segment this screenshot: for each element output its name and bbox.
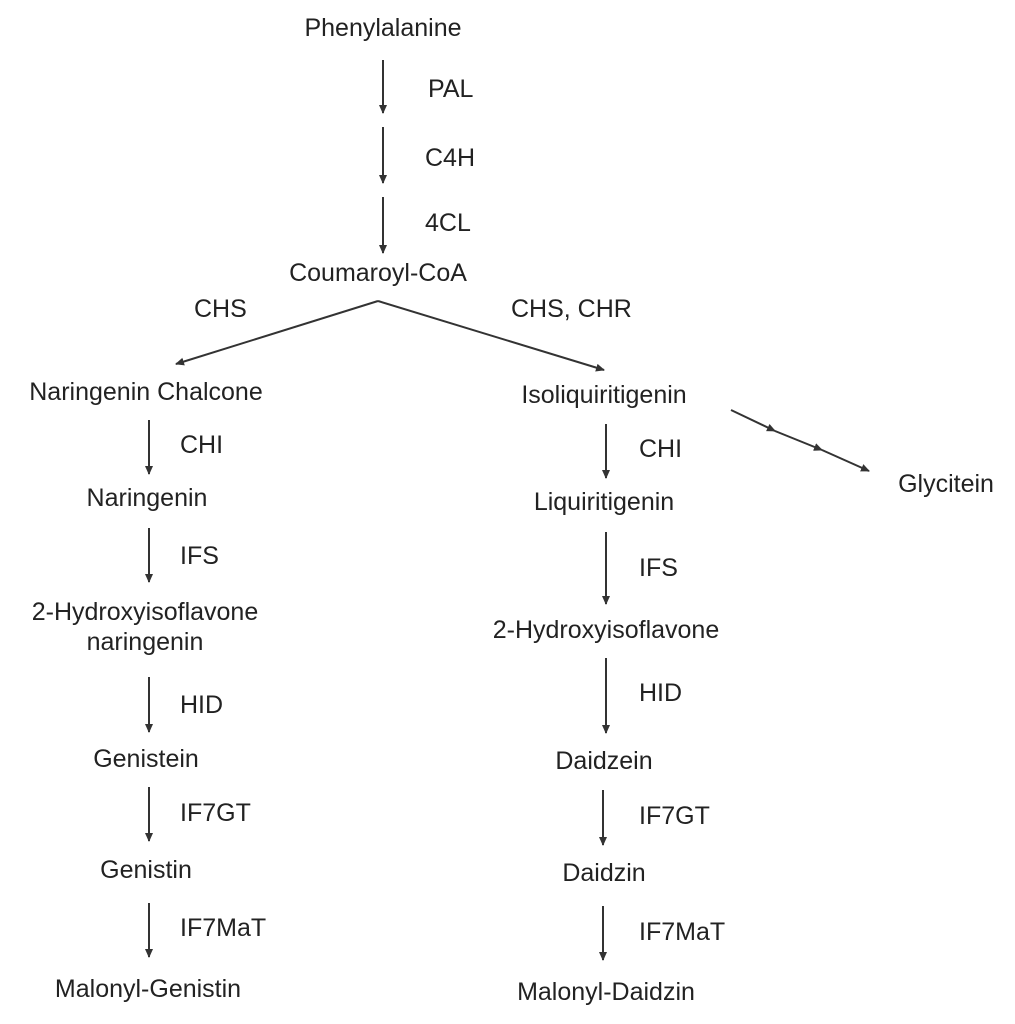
enzyme-ifs-right: IFS — [639, 554, 678, 582]
enzyme-hid-right: HID — [639, 679, 683, 707]
enzyme-hid-left: HID — [180, 691, 224, 719]
compound-malonyl-genistin: Malonyl-Genistin — [54, 975, 242, 1003]
compound-2-hydroxyisoflavone-naringenin: 2-Hydroxyisoflavone naringenin — [32, 597, 259, 657]
enzyme-chs: CHS — [194, 295, 247, 323]
arrow-glycitein-step1 — [730, 409, 776, 432]
compound-genistein: Genistein — [93, 745, 199, 773]
enzyme-if7mat-right: IF7MaT — [639, 918, 726, 946]
compound-genistin: Genistin — [100, 856, 192, 884]
compound-liquiritigenin: Liquiritigenin — [533, 488, 675, 516]
arrow-chs-chr — [377, 300, 605, 372]
enzyme-c4h: C4H — [425, 144, 476, 172]
compound-2-hydroxyisoflavone-naringenin-line2: naringenin — [86, 628, 204, 656]
compound-2-hydroxyisoflavone-naringenin-line1: 2-Hydroxyisoflavone — [31, 598, 259, 626]
compound-naringenin: Naringenin — [86, 484, 208, 512]
compound-naringenin-chalcone: Naringenin Chalcone — [29, 378, 263, 406]
compound-isoliquiritigenin: Isoliquiritigenin — [521, 381, 687, 409]
enzyme-pal: PAL — [428, 75, 474, 103]
compound-malonyl-daidzin: Malonyl-Daidzin — [517, 978, 695, 1006]
enzyme-if7gt-left: IF7GT — [180, 799, 251, 827]
enzyme-if7gt-right: IF7GT — [639, 802, 710, 830]
enzyme-chi-right: CHI — [639, 435, 683, 463]
enzyme-if7mat-left: IF7MaT — [180, 914, 267, 942]
compound-phenylalanine: Phenylalanine — [304, 14, 462, 42]
compound-2-hydroxyisoflavone: 2-Hydroxyisoflavone — [492, 616, 720, 644]
enzyme-chi-left: CHI — [180, 431, 224, 459]
enzyme-ifs-left: IFS — [180, 542, 219, 570]
compound-daidzin: Daidzin — [562, 859, 646, 887]
compound-daidzein: Daidzein — [555, 747, 653, 775]
enzyme-chs-chr: CHS, CHR — [511, 295, 632, 323]
enzyme-4cl: 4CL — [425, 209, 471, 237]
compound-coumaroyl-coa: Coumaroyl-CoA — [289, 259, 467, 287]
arrow-glycitein-step3 — [821, 449, 870, 472]
compound-glycitein: Glycitein — [898, 470, 994, 498]
arrow-chs — [175, 300, 379, 366]
arrow-glycitein-step2 — [774, 430, 823, 451]
